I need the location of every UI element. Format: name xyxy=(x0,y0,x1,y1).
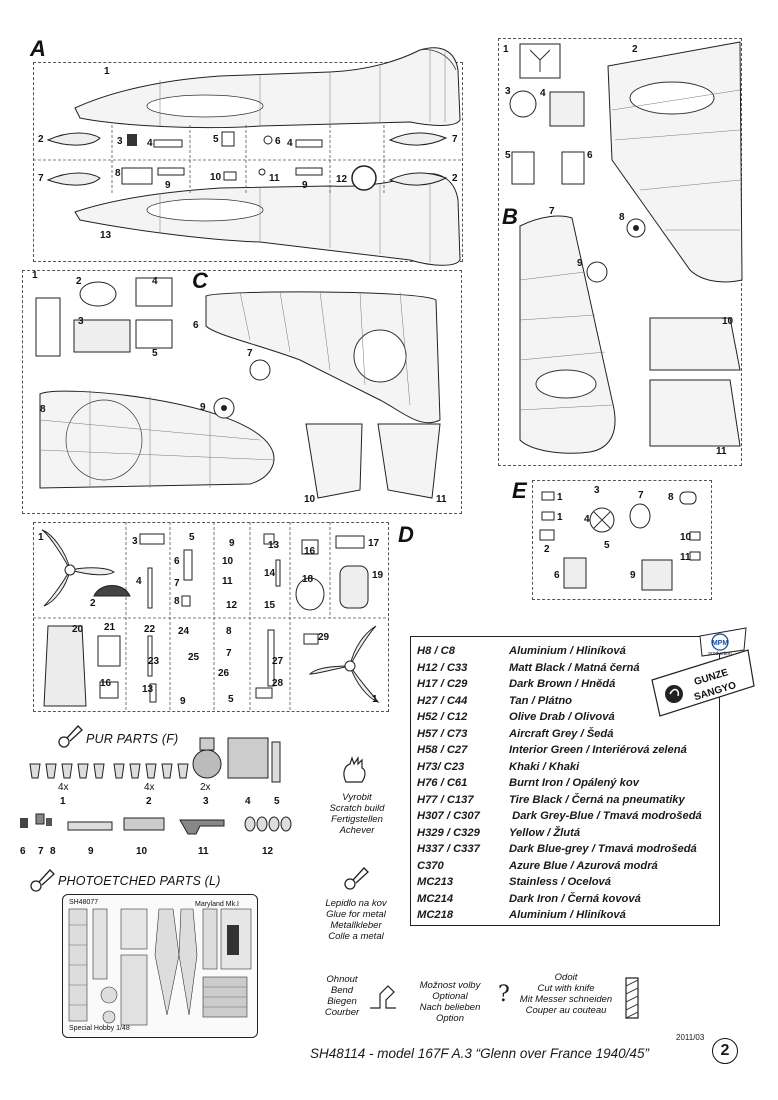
legend-bend: Ohnout Bend Biegen Courber xyxy=(324,974,360,1018)
bend-icon xyxy=(370,985,396,1009)
pur-num-12: 12 xyxy=(262,846,274,857)
pur-num-5: 5 xyxy=(274,796,280,807)
pe-sheet-code: SH48077 xyxy=(69,899,99,906)
pe-sheet: SH48077 Maryland Mk.I Special Hobby 1/48 xyxy=(62,894,258,1038)
footer-title: SH48114 - model 167F A.3 “Glenn over Fra… xyxy=(310,1046,649,1061)
mpm-logo-text: MPM xyxy=(712,640,729,647)
sprue-d-label: D xyxy=(398,522,414,547)
pur-num-6: 6 xyxy=(20,846,26,857)
pur-num-7: 7 xyxy=(38,846,44,857)
pe-sheet-title: Maryland Mk.I xyxy=(195,901,239,908)
sprue-a-label: A xyxy=(30,36,46,61)
knife-icon xyxy=(625,977,639,1019)
pe-sheet-footer: Special Hobby 1/48 xyxy=(69,1025,130,1032)
pur-qty-1: 4x xyxy=(58,782,69,793)
sprue-b-frame xyxy=(498,38,742,466)
pur-num-10: 10 xyxy=(136,846,148,857)
hand-icon xyxy=(343,756,366,783)
pur-num-3: 3 xyxy=(203,796,209,807)
pe-icon xyxy=(30,869,55,892)
sprue-c-label: C xyxy=(192,268,208,293)
pur-num-11: 11 xyxy=(198,846,209,857)
pur-parts-title: PUR PARTS (F) xyxy=(86,732,179,746)
sprue-e-label: E xyxy=(512,478,527,503)
legend-optional: Možnost volby Optional Nach belieben Opt… xyxy=(419,980,481,1024)
pur-num-1: 1 xyxy=(60,796,66,807)
pur-num-8: 8 xyxy=(50,846,56,857)
glue-icon xyxy=(344,867,369,890)
pur-num-9: 9 xyxy=(88,846,94,857)
gunze-sangyo-logo: MPM production GUNZE SANGYO xyxy=(651,627,755,717)
pur-icon xyxy=(58,725,83,748)
pur-qty-2: 4x xyxy=(144,782,155,793)
revision-date: 2011/03 xyxy=(676,1033,705,1042)
pur-qty-3: 2x xyxy=(200,782,211,793)
page-number: 2 xyxy=(712,1038,738,1064)
sprue-c-frame xyxy=(22,270,462,514)
mpm-production-text: production xyxy=(708,651,732,657)
sprue-e-frame xyxy=(532,480,712,600)
legend-scratch: Vyrobit Scratch build Fertigstellen Ache… xyxy=(329,792,385,836)
pur-num-2: 2 xyxy=(146,796,152,807)
legend-cut: Odoؚit Cut with knife Mit Messer schneid… xyxy=(519,972,613,1016)
pe-parts-title: PHOTOETCHED PARTS (L) xyxy=(58,874,221,888)
sprue-b-label: B xyxy=(502,204,518,229)
legend-glue: Lepidlo na kov Glue for metal Metallkleb… xyxy=(325,898,387,942)
sprue-a-frame xyxy=(33,62,463,262)
paint-row: H307 / C307 Dark Grey-Blue / Tmavá modro… xyxy=(417,810,702,822)
pe-sheet-drawing xyxy=(68,908,252,1026)
pur-num-4: 4 xyxy=(245,796,251,807)
optional-icon: ? xyxy=(498,982,510,1007)
sprue-d-frame xyxy=(33,522,389,712)
